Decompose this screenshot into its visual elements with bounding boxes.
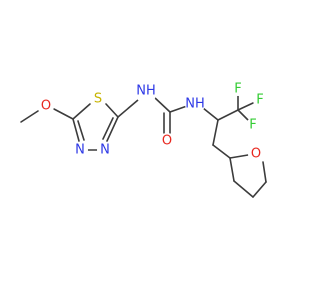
urea-nh-left-label: NH	[136, 84, 156, 99]
bond-c5-s	[72, 103, 91, 120]
urea-nh-right-label: NH	[185, 97, 205, 112]
molecule-structure: O S N N NH NH O F F F O	[20, 82, 267, 198]
atom-labels: O S N N NH NH O F F F O	[38, 82, 267, 162]
bond-thf-o-c5	[262, 161, 267, 183]
ring-nitrogen-3-label: N	[100, 143, 110, 158]
bond-thf-c3-c2	[229, 157, 235, 182]
methoxy-oxygen-label: O	[41, 99, 51, 114]
bond-thf-c4-c3	[233, 180, 254, 198]
bond-thf-c5-c4	[252, 181, 267, 198]
bond-methyl-o	[20, 110, 39, 123]
ring-nitrogen-4-label: N	[75, 143, 85, 158]
bond-n4-c5	[72, 118, 80, 142]
bond-cf3-f3	[237, 109, 249, 121]
ring-sulfur-label: S	[94, 92, 102, 107]
bond-nh-urea	[153, 96, 171, 113]
bond-thf-c2-o	[229, 154, 249, 159]
bond-o-c5	[53, 108, 74, 120]
thf-oxygen-label: O	[251, 147, 261, 162]
bond-cf3-f2	[237, 102, 254, 111]
bond-n4-c5-double	[77, 120, 85, 141]
carbonyl-oxygen-label: O	[162, 134, 172, 149]
bonds	[20, 95, 267, 198]
molecule-canvas: O S N N NH NH O F F F O	[20, 82, 267, 198]
bond-c2-n3-double	[102, 117, 114, 140]
bond-c2-nh	[117, 99, 139, 118]
fluorine-3-label: F	[249, 118, 256, 133]
bond-s-c2	[105, 103, 119, 118]
bond-c2-n3	[106, 116, 119, 142]
fluorine-1-label: F	[234, 82, 241, 97]
bond-nh2-ch	[202, 107, 219, 121]
bond-ch2-thf	[212, 144, 231, 159]
bond-ch-cf3	[217, 109, 239, 121]
bond-ch-ch2	[212, 119, 219, 146]
fluorine-2-label: F	[256, 93, 263, 108]
bond-urea-nh2	[169, 105, 188, 113]
